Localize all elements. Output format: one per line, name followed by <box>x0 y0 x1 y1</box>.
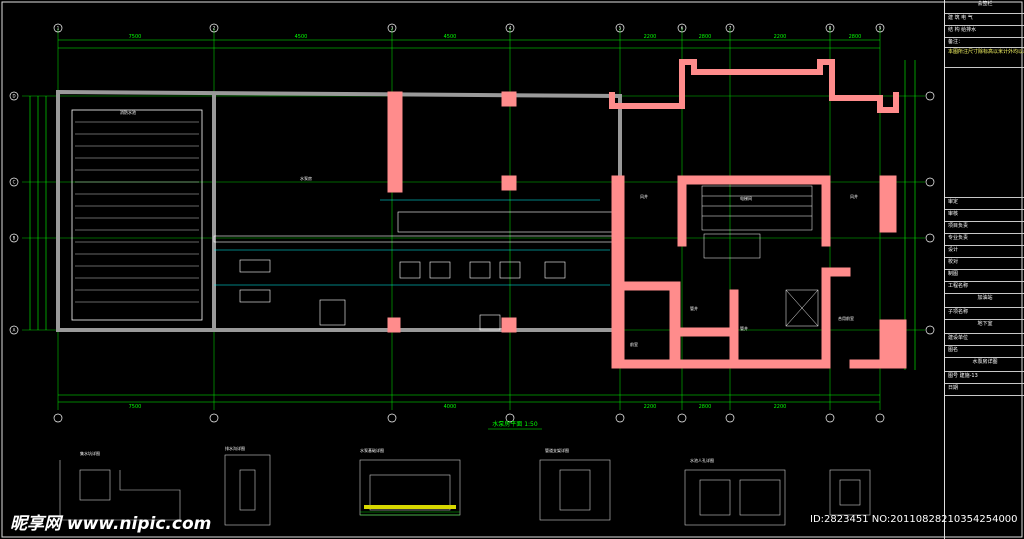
bottom-dimension-labels: 7500 4000 2200 2800 2200 <box>129 404 787 410</box>
title-block-row: 地下室 <box>945 320 1024 334</box>
dim-top-7: 2800 <box>849 34 862 40</box>
dim-top-3: 4500 <box>444 34 457 40</box>
watermark-logo: 昵享网 www.nipic.com <box>10 509 211 534</box>
axis-bubble-labels-top: 1 2 3 4 5 6 7 8 9 <box>57 26 882 31</box>
water-tank <box>71 109 203 321</box>
svg-text:2: 2 <box>213 26 216 31</box>
title-block-row: 审核 <box>945 210 1024 222</box>
detail-hatching <box>360 511 460 516</box>
title-block-row: 备注： <box>945 38 1024 48</box>
dim-top-5: 2800 <box>699 34 712 40</box>
top-dimension-labels: 7500 4500 4500 2200 2800 2200 2800 <box>129 34 862 40</box>
title-block-row: 校对 <box>945 258 1024 270</box>
svg-text:D: D <box>12 94 15 99</box>
detail-title-3: 水泵基础详图 <box>360 447 384 453</box>
detail-title-4: 管道支架详图 <box>545 447 569 453</box>
svg-text:4: 4 <box>509 26 512 31</box>
title-block-row: 子项名称 <box>945 308 1024 320</box>
title-block-row: 水泵房详图 <box>945 358 1024 372</box>
svg-text:1: 1 <box>57 26 60 31</box>
title-block-row: 制图 <box>945 270 1024 282</box>
room-label-shaft-1: 风井 <box>640 193 648 199</box>
svg-text:7: 7 <box>729 26 732 31</box>
watermark-logo-text: 昵享网 <box>10 514 61 534</box>
drawing-main-title: 水泵房平面 1:50 <box>492 420 538 428</box>
title-block-row <box>945 68 1024 198</box>
detail-slab-hatch <box>364 505 456 509</box>
detail-titles: 集水坑详图 排水沟详图 水泵基础详图 管道支架详图 水池人孔详图 <box>80 445 714 463</box>
title-block-row: 建 筑 电 气 <box>945 14 1024 26</box>
room-label-duct-2: 管井 <box>740 325 748 331</box>
dim-top-1: 7500 <box>129 34 142 40</box>
room-label-tank: 消防水池 <box>120 109 136 115</box>
dim-top-2: 4500 <box>295 34 308 40</box>
title-block-row: 审定 <box>945 198 1024 210</box>
title-block-row: 项目负责 <box>945 222 1024 234</box>
svg-text:C: C <box>13 180 16 185</box>
title-block-row: 加油站 <box>945 294 1024 308</box>
room-label-shaft-2: 风井 <box>850 193 858 199</box>
title-block-row: 建设单位 <box>945 334 1024 346</box>
pipe-lines <box>214 199 610 286</box>
dim-bottom-4: 2800 <box>699 404 712 410</box>
svg-text:6: 6 <box>681 26 684 31</box>
room-label-shared-anteroom: 合用前室 <box>838 315 854 321</box>
svg-text:B: B <box>13 236 16 241</box>
watermark-id: ID:2823451 NO:20110828210354254000 <box>810 514 1018 525</box>
axis-bubbles-left <box>9 91 935 335</box>
dim-bottom-5: 2200 <box>774 404 787 410</box>
title-block-row: 设计 <box>945 246 1024 258</box>
dim-bottom-2: 4000 <box>444 404 457 410</box>
title-block-row: 本图所注尺寸除标高以米计外均以毫米计 <box>945 48 1024 68</box>
title-block-row: 工程名称 <box>945 282 1024 294</box>
title-block-row: 结 构 给排水 <box>945 26 1024 38</box>
room-label-anteroom: 前室 <box>630 341 638 347</box>
room-label-duct-1: 管井 <box>690 305 698 311</box>
room-labels: 消防水池 水泵房 前室 电梯间 合用前室 风井 风井 管井 管井 <box>120 109 858 347</box>
detail-title-1: 集水坑详图 <box>80 450 100 456</box>
dim-bottom-1: 7500 <box>129 404 142 410</box>
title-block-row: 专业负责 <box>945 234 1024 246</box>
svg-text:5: 5 <box>619 26 622 31</box>
title-block-row: 图名 <box>945 346 1024 358</box>
title-block-row: 图号 建施-13 <box>945 372 1024 384</box>
dim-bottom-3: 2200 <box>644 404 657 410</box>
dimension-lines <box>29 39 916 403</box>
room-label-pump: 水泵房 <box>300 175 312 181</box>
svg-text:9: 9 <box>879 26 882 31</box>
dim-top-4: 2200 <box>644 34 657 40</box>
title-block-row: 日期 <box>945 384 1024 396</box>
room-label-elevator: 电梯间 <box>740 195 752 201</box>
detail-title-2: 排水沟详图 <box>225 445 245 451</box>
svg-text:3: 3 <box>391 26 394 31</box>
stairs-elevator <box>701 185 819 327</box>
watermark-site: www.nipic.com <box>66 514 212 534</box>
detail-drawings <box>59 454 871 526</box>
title-block-row: 会签栏 <box>945 0 1024 14</box>
detail-title-5: 水池人孔详图 <box>690 457 714 463</box>
axis-bubble-labels-left: D C B A <box>12 94 15 333</box>
dim-top-6: 2200 <box>774 34 787 40</box>
axis-bubbles-top <box>53 23 885 423</box>
walls-columns <box>387 59 907 369</box>
svg-text:A: A <box>13 328 16 333</box>
svg-text:8: 8 <box>829 26 832 31</box>
